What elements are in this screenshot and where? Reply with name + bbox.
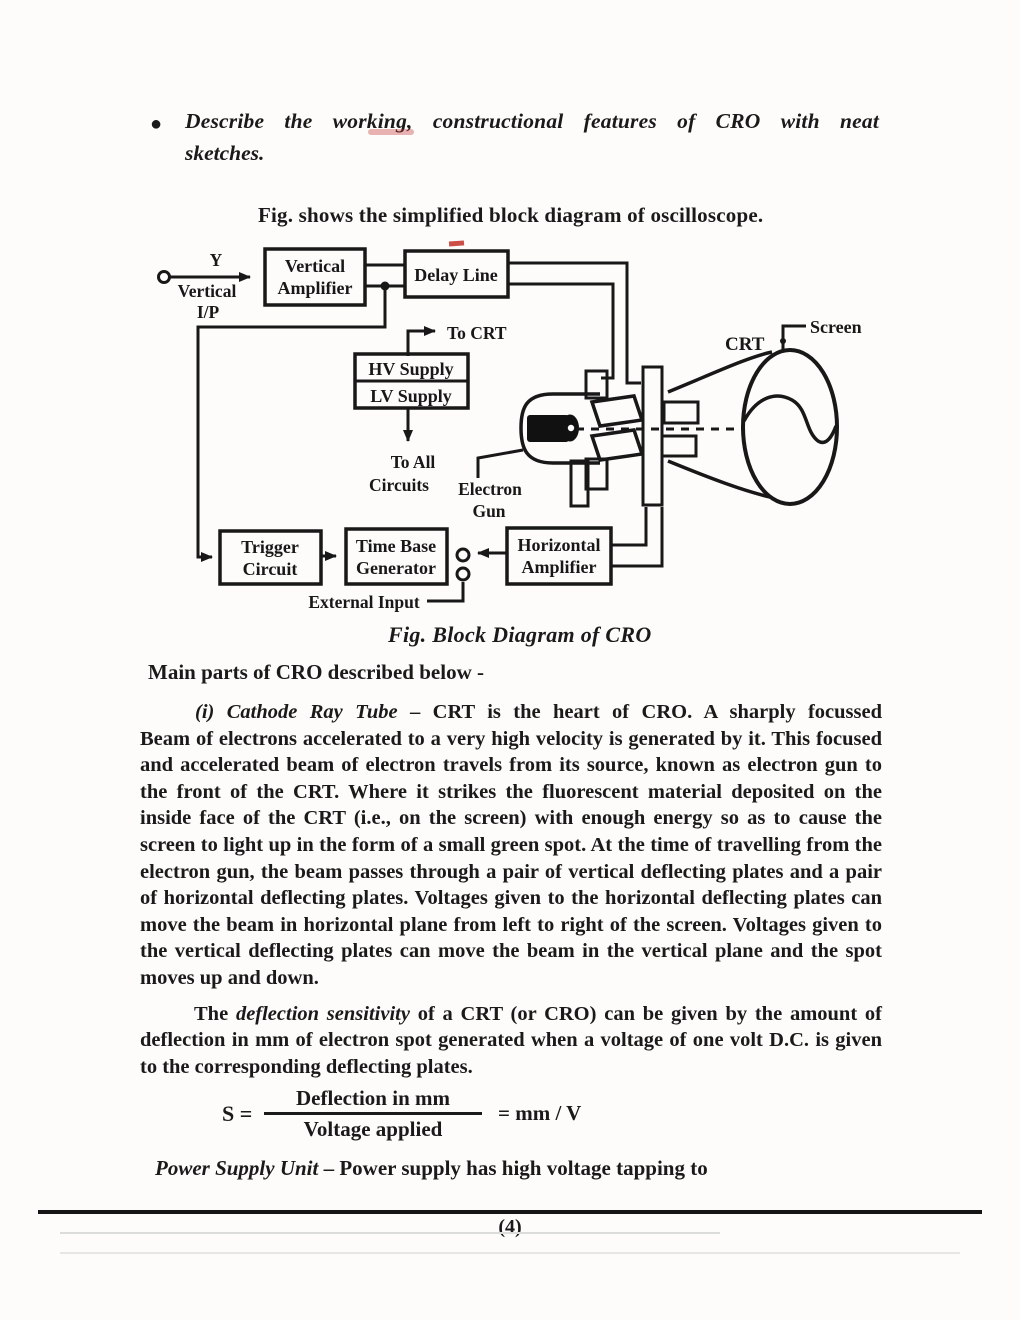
figure-intro-text: Fig. shows the simplified block diagram … — [258, 203, 764, 227]
formula-result: = mm / V — [498, 1101, 582, 1125]
input-label-y: Y — [210, 250, 223, 270]
vertical-amplifier-box: Vertical Amplifier — [263, 247, 367, 307]
trigger-label-1: Trigger — [241, 537, 299, 557]
formula-fraction: Deflection in mm Voltage applied — [264, 1086, 482, 1142]
item1-label: (i) Cathode Ray Tube — [195, 701, 398, 723]
screen-label: Screen — [810, 317, 862, 337]
page-number: (4) — [498, 1216, 522, 1238]
vertical-amplifier-label-1: Vertical — [285, 256, 345, 276]
red-ink-smudge — [368, 129, 414, 135]
selector-switch-terminals — [455, 547, 471, 582]
figure-caption: Fig. Block Diagram of CRO — [388, 622, 652, 647]
power-supply-text: – Power supply has high voltage tapping … — [318, 1156, 708, 1180]
para2-emphasis: deflection sensitivity — [235, 1002, 410, 1025]
time-base-generator-box: Time Base Generator — [344, 527, 449, 586]
para2-rest: of a CRT (or CRO) can be given by the am… — [140, 1002, 882, 1078]
horizontal-deflection-plate-upper — [662, 400, 700, 425]
scan-streak — [60, 1252, 960, 1254]
screen-waveform-curve — [742, 394, 838, 445]
vertical-amplifier-label-2: Amplifier — [278, 278, 353, 298]
trigger-circuit-box: Trigger Circuit — [218, 529, 323, 586]
paragraph-deflection-sensitivity: The deflection sensitivity of a CRT (or … — [140, 1001, 882, 1081]
crt-screen-face — [741, 348, 839, 506]
sensitivity-formula: S = Deflection in mm Voltage applied = m… — [222, 1086, 642, 1152]
power-supply-label: Power Supply Unit — [155, 1156, 319, 1180]
hv-supply-label: HV Supply — [368, 359, 453, 379]
formula-denominator: Voltage applied — [303, 1117, 443, 1141]
vertical-deflection-plate-upper — [589, 394, 645, 428]
lv-supply-label: LV Supply — [370, 386, 452, 406]
body-text-block: (i) Cathode Ray Tube – CRT is the heart … — [140, 699, 882, 1080]
main-parts-heading: Main parts of CRO described below - — [148, 660, 484, 684]
electron-gun-label-2: Gun — [472, 501, 505, 521]
supply-box: HV Supply LV Supply — [353, 352, 470, 410]
screen-pointer-dot — [780, 338, 786, 344]
vertical-input-terminal — [157, 270, 251, 284]
wire-junction-dot — [380, 281, 390, 291]
time-base-label-2: Generator — [356, 558, 436, 578]
horizontal-amp-label-2: Amplifier — [522, 557, 597, 577]
item1-text: – CRT is the heart of CRO. A sharply foc… — [397, 701, 882, 723]
external-input-label: External Input — [308, 592, 420, 612]
to-crt-label: To CRT — [447, 323, 507, 343]
red-scan-specks — [448, 240, 465, 247]
footer-rule — [38, 1210, 982, 1214]
to-all-label-1: To All — [391, 452, 436, 472]
paragraph-cathode-ray-tube: Beam of electrons accelerated to a very … — [140, 727, 882, 989]
vertical-deflection-plate-lower — [589, 428, 645, 462]
trigger-label-2: Circuit — [243, 559, 298, 579]
scan-streak — [60, 1232, 720, 1234]
input-label-vertical: Vertical — [178, 281, 237, 301]
electron-gun-cylinder — [527, 415, 569, 442]
diagram-wires — [196, 261, 664, 603]
time-base-label-1: Time Base — [356, 536, 436, 556]
electron-gun-label-1: Electron — [458, 479, 522, 499]
question-line2: sketches. — [185, 141, 265, 165]
cro-block-diagram: Y Vertical I/P Vertical Amplifier Delay … — [157, 240, 862, 612]
horizontal-amp-label-1: Horizontal — [518, 535, 601, 555]
item1-lead-line: (i) Cathode Ray Tube – CRT is the heart … — [140, 699, 882, 726]
crt-sketch — [519, 324, 839, 508]
question-line1: Describe the working, constructional fea… — [185, 109, 879, 133]
input-label-ip: I/P — [197, 302, 220, 322]
delay-line-box: Delay Line — [403, 249, 510, 299]
crt-label: CRT — [725, 334, 765, 355]
para2-lead: The — [194, 1002, 236, 1025]
power-supply-line: Power Supply Unit – Power supply has hig… — [155, 1156, 708, 1181]
formula-lhs: S = — [222, 1101, 253, 1126]
horizontal-deflection-plate-lower — [660, 434, 698, 458]
delay-line-label: Delay Line — [414, 265, 498, 285]
formula-numerator: Deflection in mm — [264, 1086, 482, 1115]
question-bullet-icon: ● — [150, 113, 163, 135]
horizontal-amplifier-box: Horizontal Amplifier — [505, 526, 613, 586]
to-all-label-2: Circuits — [369, 475, 429, 495]
